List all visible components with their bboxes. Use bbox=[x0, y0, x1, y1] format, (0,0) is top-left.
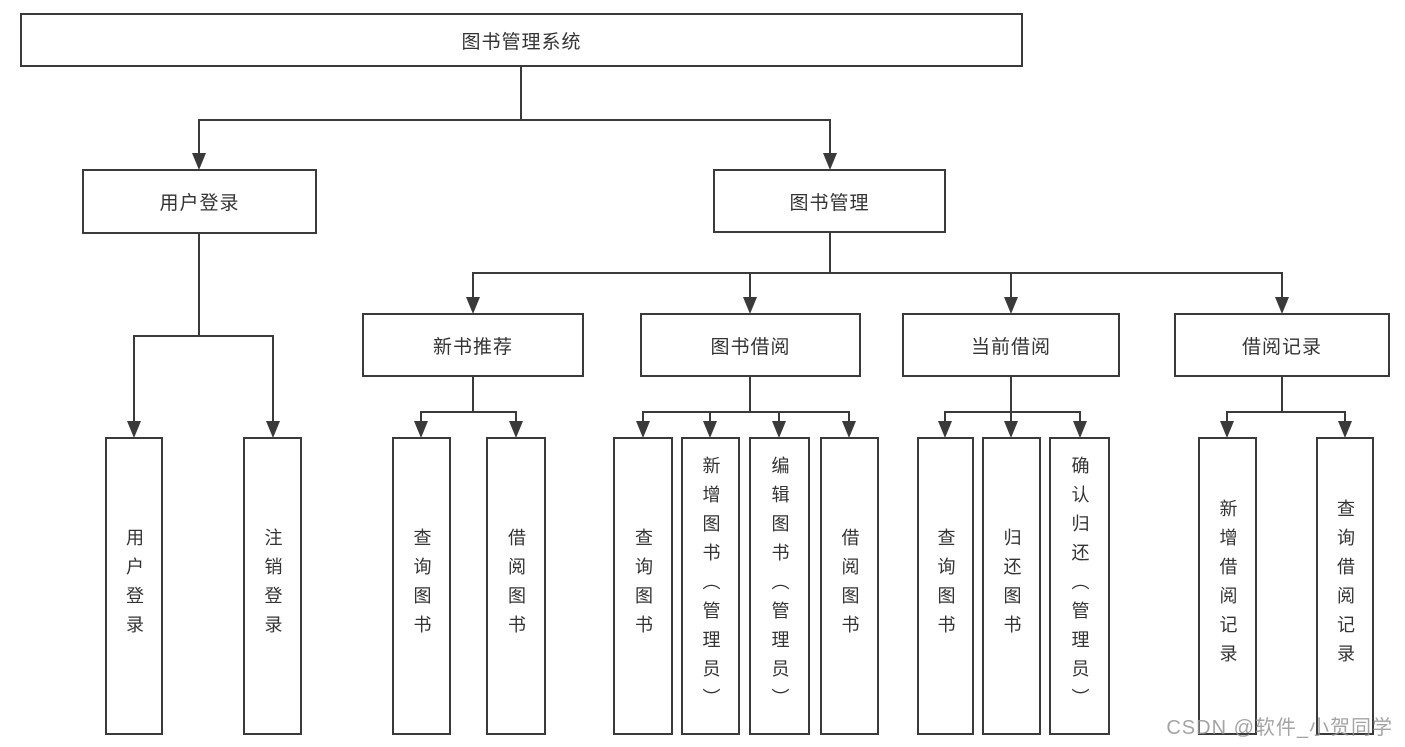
leaf-borrow-query-label: 查询图书 bbox=[633, 528, 653, 644]
leaf-current-return: 归还图书 bbox=[982, 437, 1041, 735]
node-user-login: 用户登录 bbox=[82, 169, 317, 234]
node-new-book-recommend: 新书推荐 bbox=[362, 313, 584, 377]
leaf-borrow-edit-book-label: 编辑图书（管理员） bbox=[769, 455, 790, 717]
node-borrow-records: 借阅记录 bbox=[1174, 313, 1390, 377]
node-new-book-recommend-label: 新书推荐 bbox=[432, 336, 513, 358]
node-current-borrow-label: 当前借阅 bbox=[970, 336, 1051, 358]
node-user-login-label: 用户登录 bbox=[159, 193, 240, 214]
leaf-current-confirm-return: 确认归还（管理员） bbox=[1049, 437, 1110, 735]
node-book-management: 图书管理 bbox=[713, 169, 946, 233]
node-book-management-label: 图书管理 bbox=[789, 192, 870, 214]
leaf-records-add-label: 新增借阅记录 bbox=[1217, 499, 1238, 673]
node-book-borrow: 图书借阅 bbox=[640, 313, 861, 377]
leaf-user-login-label: 用户登录 bbox=[124, 528, 144, 644]
node-current-borrow: 当前借阅 bbox=[902, 313, 1120, 377]
leaf-borrow-borrow-book-label: 借阅图书 bbox=[839, 528, 860, 644]
leaf-newbooks-query-label: 查询图书 bbox=[411, 528, 432, 644]
leaf-borrow-borrow-book: 借阅图书 bbox=[820, 437, 879, 735]
leaf-records-add: 新增借阅记录 bbox=[1198, 437, 1257, 735]
leaf-logout: 注销登录 bbox=[243, 437, 302, 735]
csdn-watermark: CSDN @软件_小贺同学 bbox=[1166, 717, 1393, 739]
leaf-records-query-label: 查询借阅记录 bbox=[1335, 499, 1355, 673]
leaf-borrow-add-book: 新增图书（管理员） bbox=[681, 437, 740, 735]
leaf-newbooks-borrow: 借阅图书 bbox=[486, 437, 546, 735]
leaf-logout-label: 注销登录 bbox=[262, 528, 283, 644]
node-borrow-records-label: 借阅记录 bbox=[1241, 336, 1322, 358]
node-root-label: 图书管理系统 bbox=[461, 31, 582, 53]
leaf-newbooks-query: 查询图书 bbox=[392, 437, 451, 735]
leaf-borrow-add-book-label: 新增图书（管理员） bbox=[700, 455, 721, 717]
leaf-user-login: 用户登录 bbox=[105, 437, 163, 735]
leaf-borrow-edit-book: 编辑图书（管理员） bbox=[749, 437, 810, 735]
leaf-current-return-label: 归还图书 bbox=[1001, 528, 1022, 644]
leaf-borrow-query: 查询图书 bbox=[613, 437, 673, 735]
leaf-current-confirm-return-label: 确认归还（管理员） bbox=[1069, 455, 1090, 717]
leaf-newbooks-borrow-label: 借阅图书 bbox=[506, 528, 526, 644]
leaf-current-query-label: 查询图书 bbox=[935, 528, 956, 644]
leaf-current-query: 查询图书 bbox=[917, 437, 974, 735]
node-root: 图书管理系统 bbox=[20, 13, 1023, 67]
node-book-borrow-label: 图书借阅 bbox=[710, 336, 791, 358]
leaf-records-query: 查询借阅记录 bbox=[1316, 437, 1374, 735]
